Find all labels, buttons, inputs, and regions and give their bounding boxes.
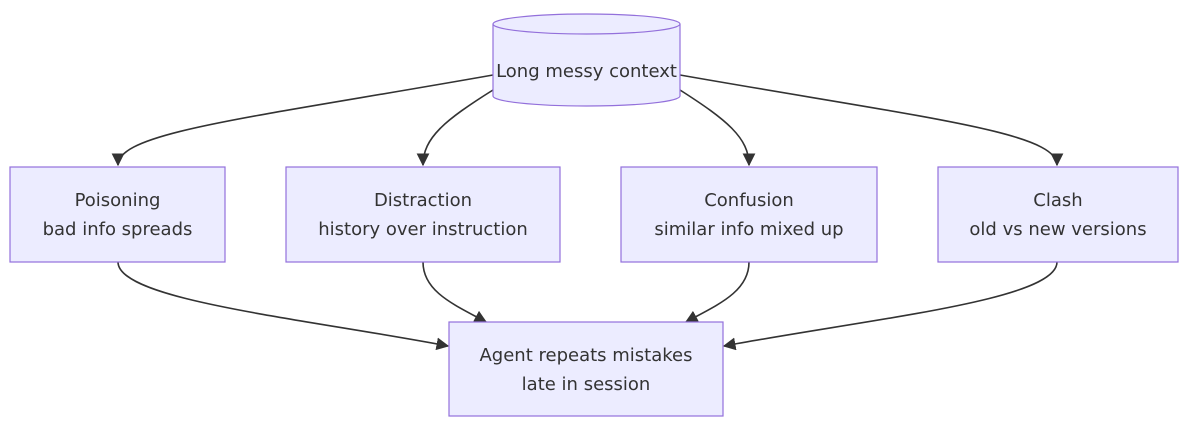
- cause-title: Distraction: [374, 190, 472, 211]
- cause-subtitle: similar info mixed up: [654, 219, 843, 240]
- cause-node-poisoning: Poisoning bad info spreads: [9, 166, 226, 263]
- outcome-line-1: Agent repeats mistakes: [479, 345, 692, 366]
- edge-distraction-to-outcome: [422, 261, 488, 323]
- cause-title: Clash: [1033, 190, 1082, 211]
- edges-source-to-causes: [111, 74, 1064, 167]
- edge-source-to-clash: [679, 74, 1064, 167]
- cause-box: [9, 166, 226, 263]
- edge-poisoning-to-outcome: [117, 261, 450, 351]
- edge-source-to-poisoning: [111, 74, 494, 167]
- outcome-line-2: late in session: [522, 374, 651, 395]
- edge-source-to-confusion: [679, 89, 756, 167]
- cause-box: [620, 166, 878, 263]
- cause-title: Poisoning: [75, 190, 161, 211]
- source-cylinder-body: [492, 24, 681, 107]
- outcome-node: Agent repeats mistakes late in session: [448, 321, 724, 417]
- edge-confusion-to-outcome: [684, 261, 750, 323]
- cause-box: [937, 166, 1179, 263]
- source-node: Long messy context: [492, 13, 681, 107]
- source-label: Long messy context: [496, 61, 677, 82]
- edge-source-to-distraction: [416, 89, 494, 167]
- source-cylinder-top: [492, 13, 681, 35]
- cause-node-distraction: Distraction history over instruction: [285, 166, 561, 263]
- edges-causes-to-outcome: [117, 261, 1058, 351]
- cause-subtitle: old vs new versions: [969, 219, 1146, 240]
- cause-node-confusion: Confusion similar info mixed up: [620, 166, 878, 263]
- cause-title: Confusion: [704, 190, 794, 211]
- cause-node-clash: Clash old vs new versions: [937, 166, 1179, 263]
- cause-subtitle: bad info spreads: [43, 219, 193, 240]
- cause-subtitle: history over instruction: [318, 219, 528, 240]
- edge-clash-to-outcome: [722, 261, 1058, 351]
- cause-box: [285, 166, 561, 263]
- outcome-box: [448, 321, 724, 417]
